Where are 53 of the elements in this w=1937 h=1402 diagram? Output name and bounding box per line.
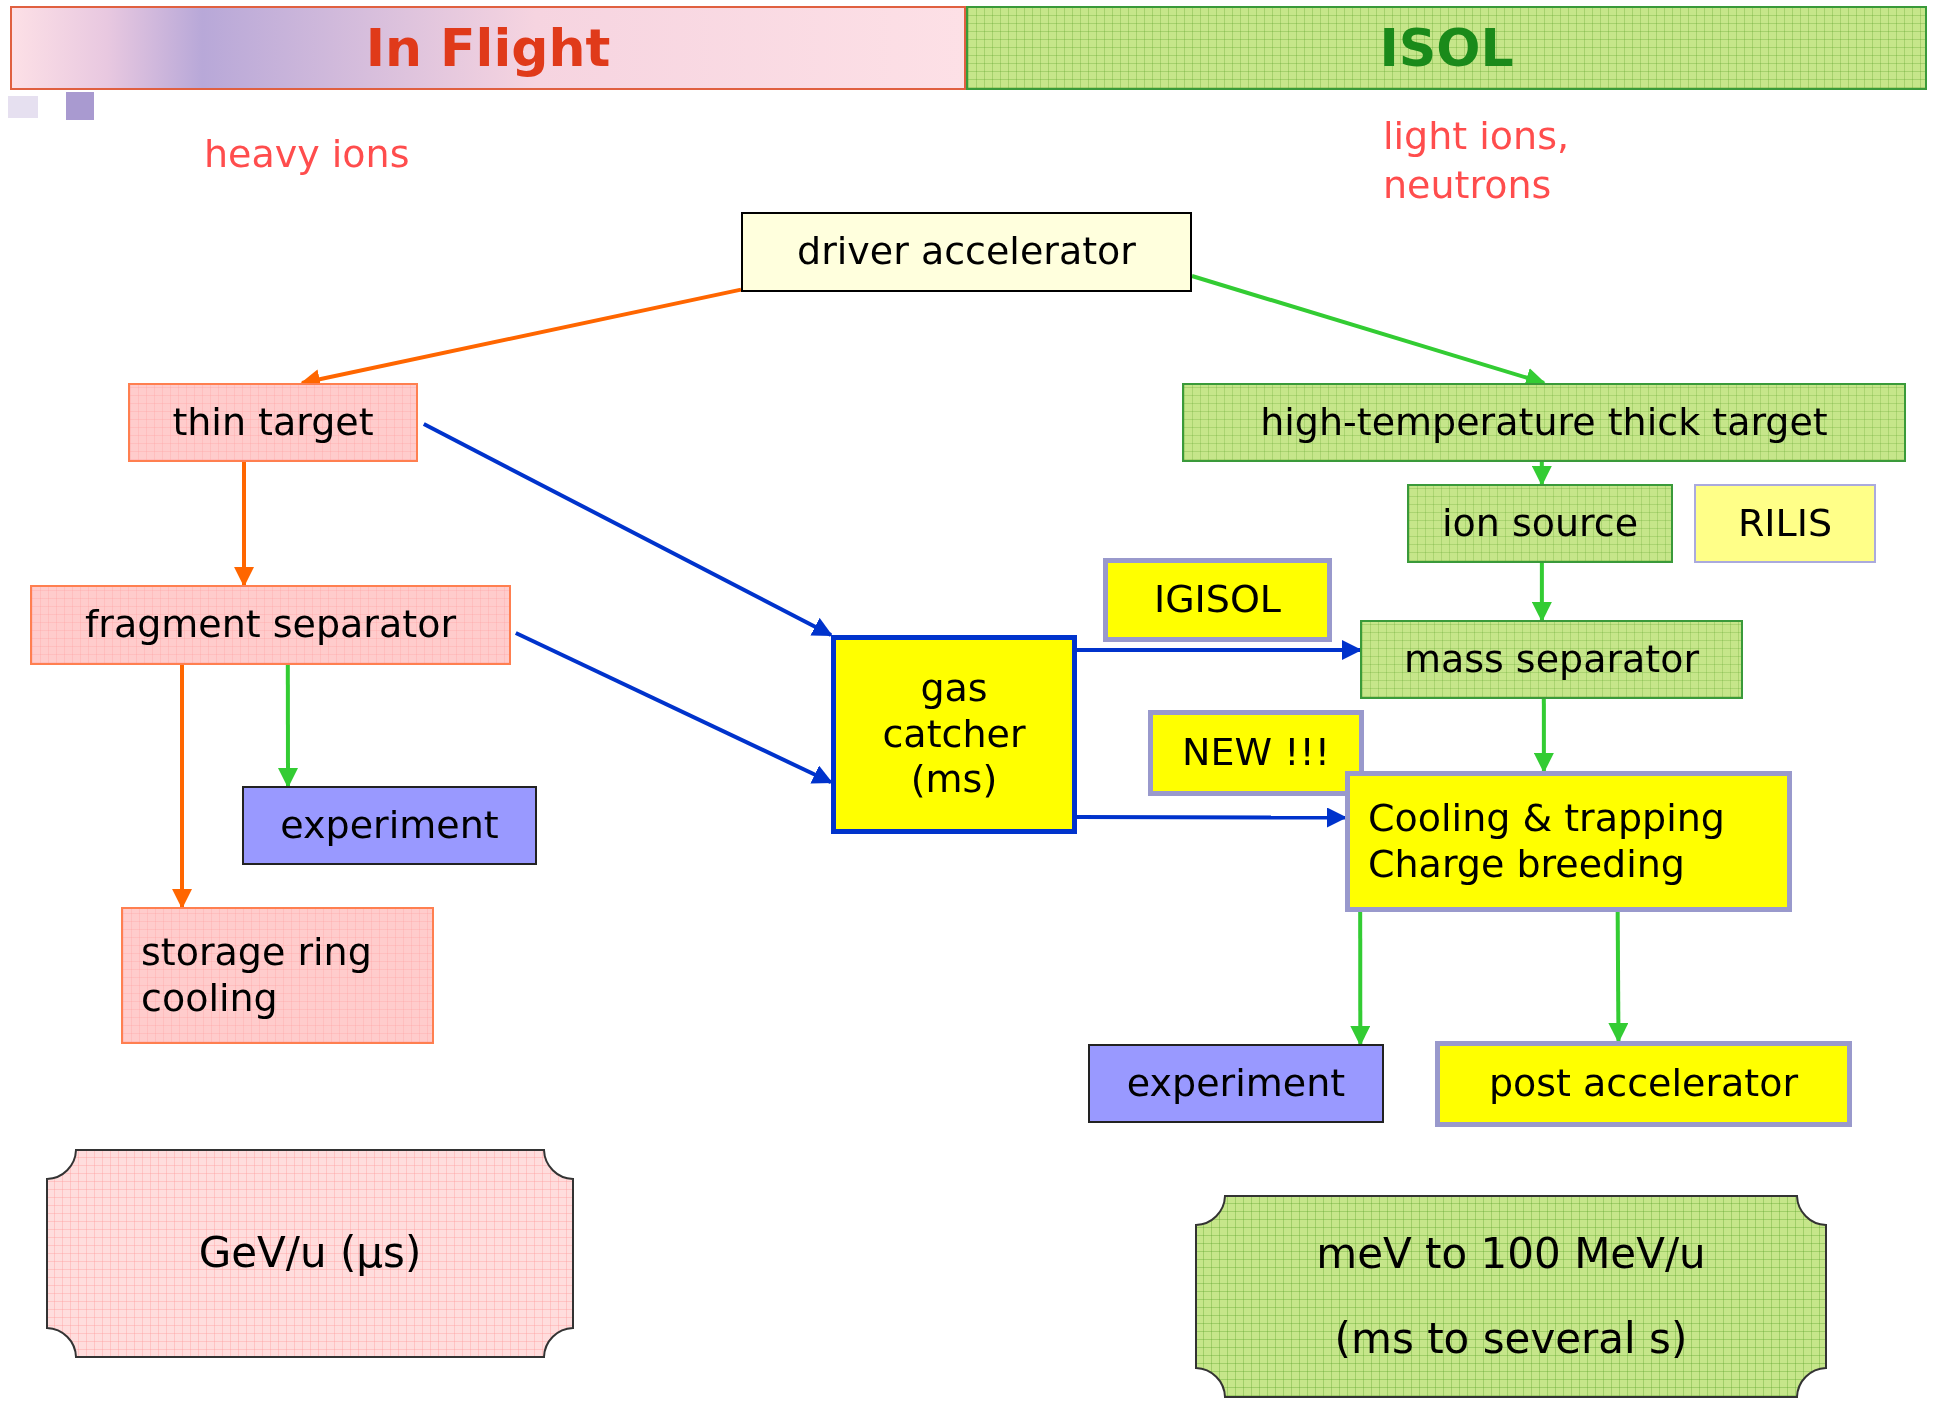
arrow bbox=[1531, 462, 1552, 486]
annotation-text: light ions, neutrons bbox=[1383, 113, 1571, 210]
process-box bbox=[1345, 771, 1792, 912]
process-box bbox=[1182, 383, 1906, 462]
arrow bbox=[1077, 807, 1347, 828]
arrow bbox=[278, 665, 298, 788]
process-box bbox=[1088, 1044, 1384, 1123]
process-box bbox=[1435, 1041, 1852, 1127]
energy-panel bbox=[1195, 1195, 1827, 1398]
node-text: ISOL bbox=[1379, 16, 1514, 80]
node-text: Cooling & trapping Charge breeding bbox=[1368, 795, 1726, 888]
process-box bbox=[831, 635, 1077, 834]
arrow bbox=[1531, 563, 1552, 622]
tag-box bbox=[1103, 558, 1332, 642]
node-text: mass separator bbox=[1403, 636, 1700, 683]
node-text: high-temperature thick target bbox=[1260, 399, 1828, 446]
node-text: meV to 100 MeV/u bbox=[1316, 1228, 1706, 1279]
process-box bbox=[1694, 484, 1876, 563]
process-box bbox=[30, 585, 511, 665]
node-text: IGISOL bbox=[1153, 577, 1282, 623]
node-text: ion source bbox=[1441, 500, 1639, 547]
node-text: experiment bbox=[280, 802, 499, 849]
node-text: NEW !!! bbox=[1182, 730, 1330, 776]
node-text: GeV/u (μs) bbox=[198, 1228, 422, 1279]
process-box bbox=[242, 786, 537, 865]
node-text: storage ring cooling bbox=[141, 929, 373, 1022]
node-text: thin target bbox=[172, 399, 374, 446]
process-box bbox=[1360, 620, 1743, 699]
arrow bbox=[172, 665, 193, 909]
node-text: driver accelerator bbox=[797, 229, 1136, 275]
node-text: post accelerator bbox=[1488, 1061, 1799, 1107]
node-text: experiment bbox=[1126, 1060, 1346, 1107]
process-box bbox=[128, 383, 418, 462]
process-box bbox=[1407, 484, 1673, 563]
header-band bbox=[966, 6, 1927, 90]
tag-box bbox=[1148, 710, 1364, 796]
arrow bbox=[1077, 640, 1362, 660]
node-text: In Flight bbox=[365, 16, 611, 80]
process-box bbox=[121, 907, 434, 1044]
arrow bbox=[514, 631, 833, 785]
node-text: fragment separator bbox=[84, 602, 457, 648]
arrow bbox=[422, 422, 833, 637]
node-text: (ms to several s) bbox=[1334, 1314, 1688, 1365]
arrow bbox=[1608, 912, 1629, 1043]
arrow bbox=[1533, 699, 1554, 773]
node-text: RILIS bbox=[1737, 500, 1833, 547]
header-band bbox=[10, 6, 966, 90]
node-text: gas catcher (ms) bbox=[881, 666, 1027, 803]
energy-panel bbox=[46, 1149, 574, 1358]
arrow bbox=[1350, 912, 1371, 1046]
process-box bbox=[741, 212, 1192, 292]
annotation-text: heavy ions bbox=[204, 131, 411, 178]
arrow bbox=[234, 462, 255, 587]
